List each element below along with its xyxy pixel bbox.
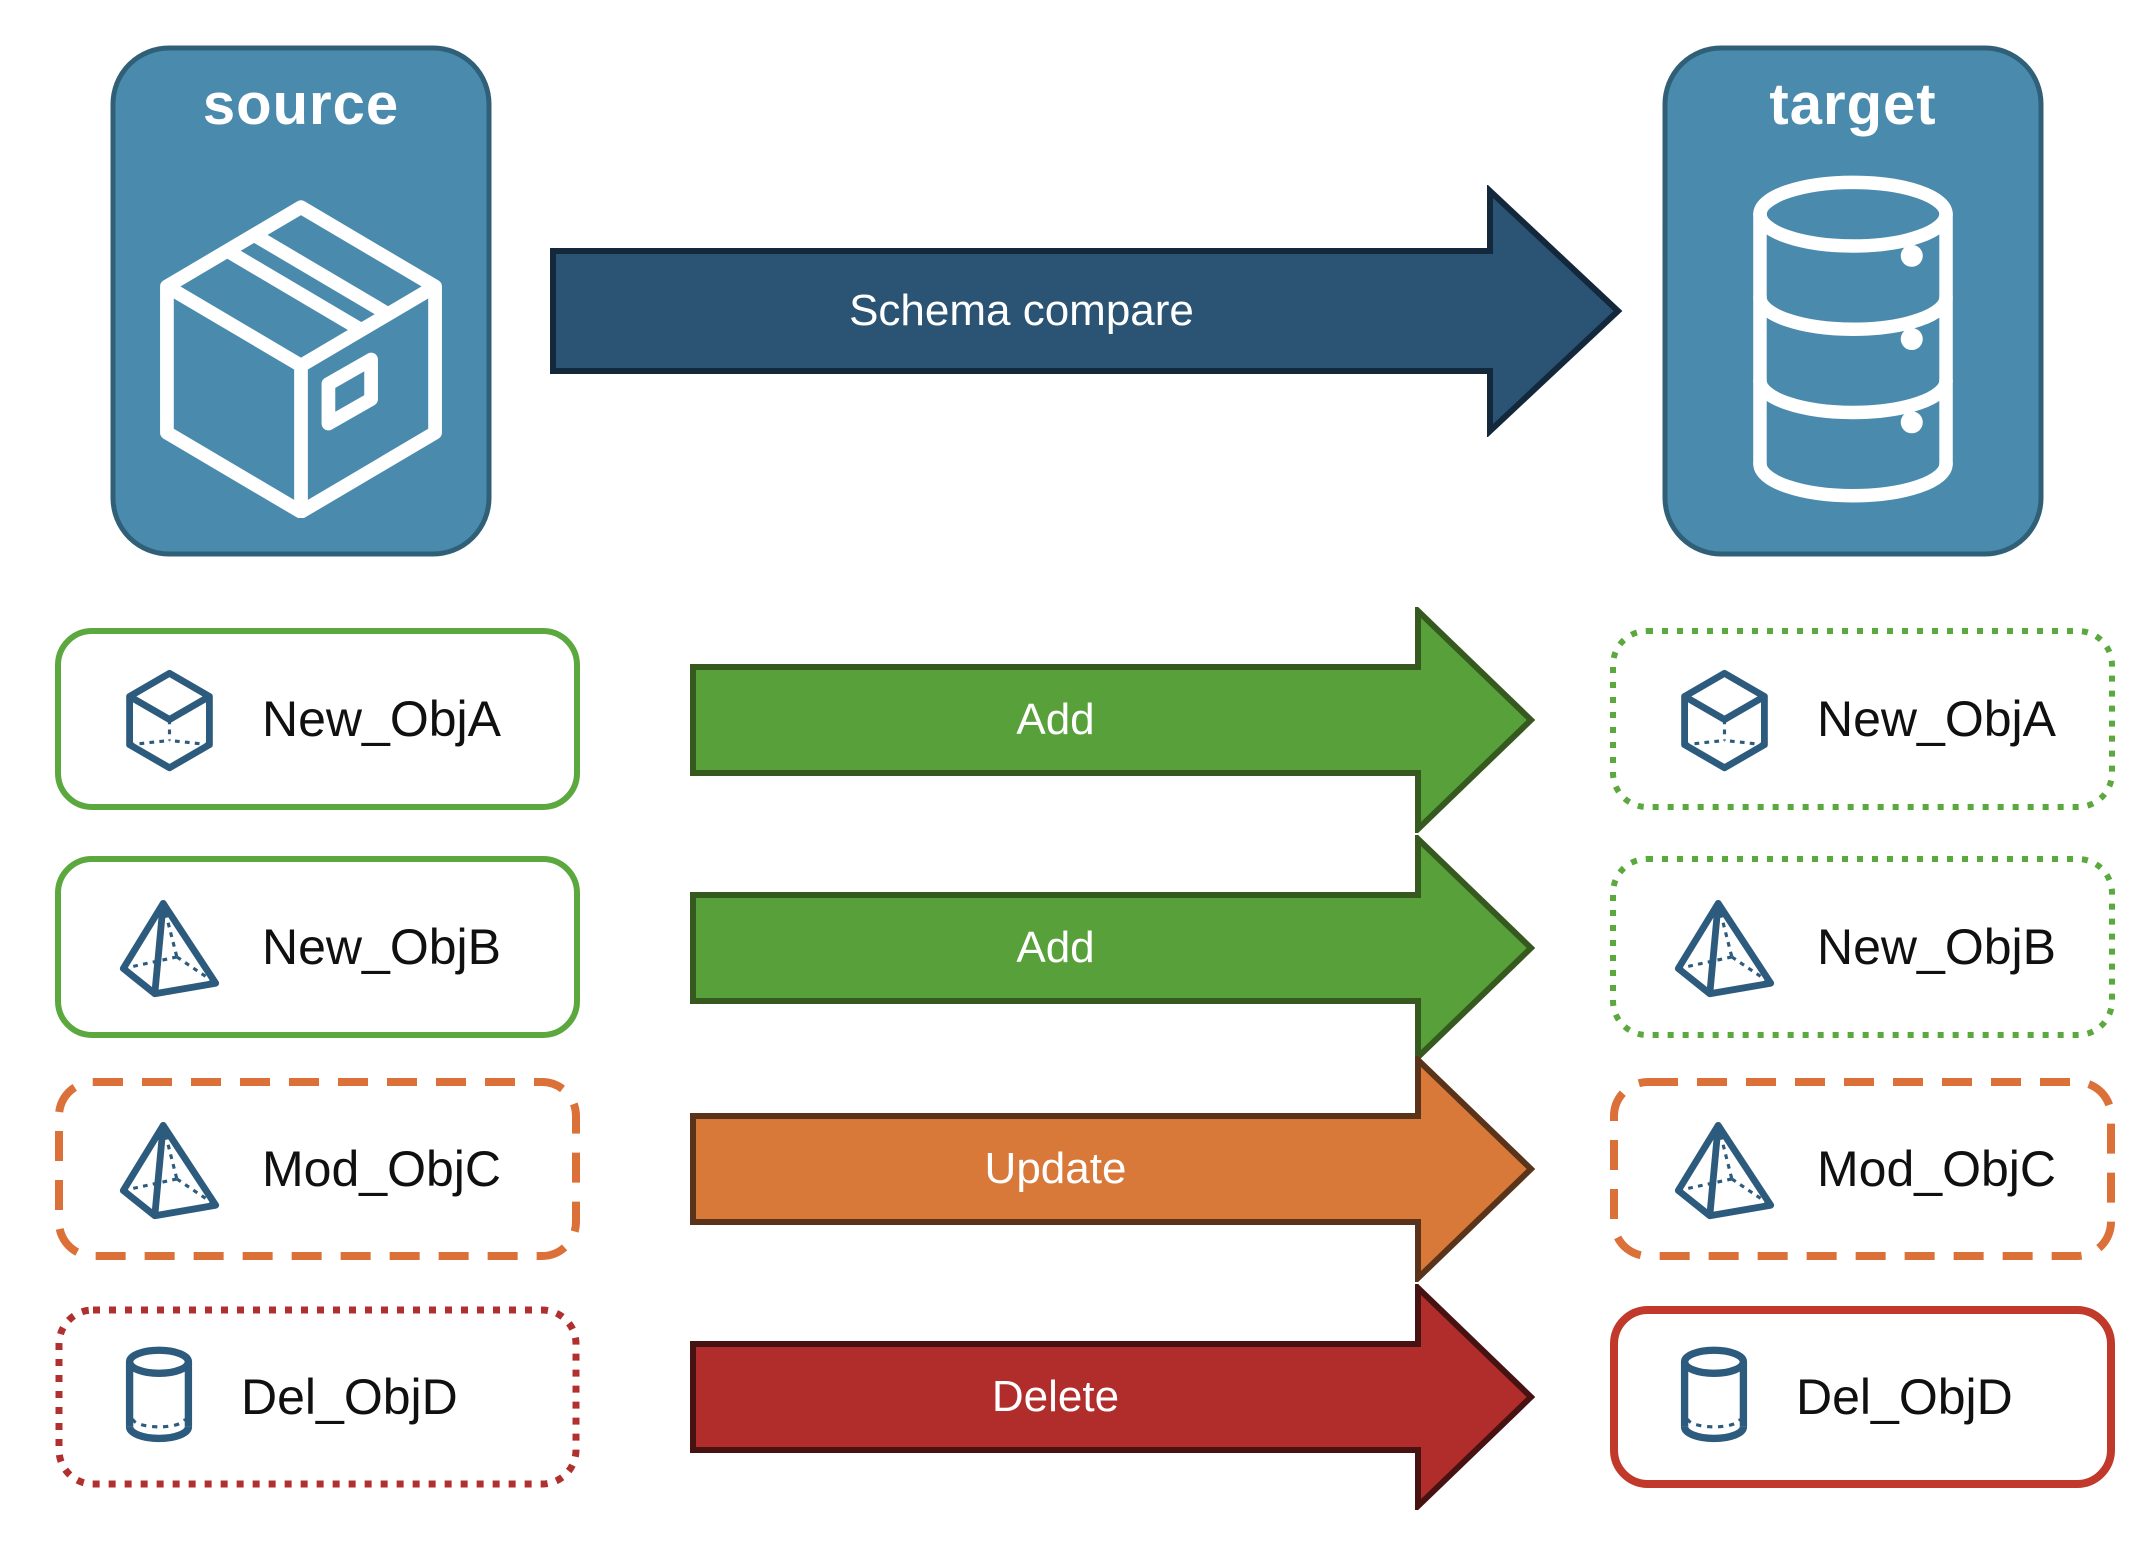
cube-icon bbox=[1681, 669, 1768, 771]
action-arrow-shape bbox=[690, 607, 1535, 833]
action-arrow-shape bbox=[690, 1284, 1535, 1510]
pyramid-icon bbox=[1674, 899, 1775, 997]
target-object-card-new-obja: New_ObjA bbox=[1610, 628, 2115, 810]
action-arrow-delete: Delete bbox=[690, 1284, 1535, 1510]
card-border bbox=[1610, 1306, 2115, 1488]
object-label: New_ObjB bbox=[1817, 919, 2056, 975]
cylinder-icon bbox=[125, 1346, 193, 1442]
object-label: Del_ObjD bbox=[241, 1369, 458, 1425]
source-title: source bbox=[202, 72, 400, 137]
action-arrow-add-2: Add bbox=[690, 835, 1535, 1061]
package-icon bbox=[160, 200, 442, 518]
object-label: New_ObjB bbox=[262, 919, 501, 975]
target-object-card-del-objd: Del_ObjD bbox=[1610, 1306, 2115, 1488]
action-arrow-add-1: Add bbox=[690, 607, 1535, 833]
card-border bbox=[1610, 628, 2115, 810]
action-arrow-label: Add bbox=[1016, 695, 1095, 744]
card-border bbox=[1610, 1078, 2115, 1260]
target-node: target bbox=[1662, 45, 2044, 557]
target-title: target bbox=[1769, 72, 1937, 137]
source-object-card-del-objd: Del_ObjD bbox=[55, 1306, 580, 1488]
source-object-card-new-obja: New_ObjA bbox=[55, 628, 580, 810]
card-border bbox=[55, 1306, 580, 1488]
card-border bbox=[55, 856, 580, 1038]
schema-compare-label: Schema compare bbox=[849, 286, 1194, 335]
schema-compare-arrow: Schema compare bbox=[545, 185, 1630, 437]
object-label: Mod_ObjC bbox=[262, 1141, 501, 1197]
object-label: New_ObjA bbox=[1817, 691, 2056, 747]
source-object-card-new-objb: New_ObjB bbox=[55, 856, 580, 1038]
pyramid-icon bbox=[119, 1121, 220, 1219]
object-label: Del_ObjD bbox=[1796, 1369, 2013, 1425]
action-arrow-label: Add bbox=[1016, 923, 1095, 972]
card-border bbox=[1610, 856, 2115, 1038]
object-label: Mod_ObjC bbox=[1817, 1141, 2056, 1197]
schema-compare-arrow-shape bbox=[550, 185, 1623, 437]
card-border bbox=[55, 1078, 580, 1260]
pyramid-icon bbox=[1674, 1121, 1775, 1219]
source-object-card-mod-objc: Mod_ObjC bbox=[55, 1078, 580, 1260]
database-icon bbox=[1753, 175, 1953, 503]
action-arrow-shape bbox=[690, 835, 1535, 1061]
source-node: source bbox=[110, 45, 492, 557]
card-border bbox=[55, 628, 580, 810]
cube-icon bbox=[126, 669, 213, 771]
cylinder-icon bbox=[1680, 1346, 1748, 1442]
action-arrow-label: Delete bbox=[991, 1372, 1120, 1421]
target-object-card-new-objb: New_ObjB bbox=[1610, 856, 2115, 1038]
pyramid-icon bbox=[119, 899, 220, 997]
action-arrow-update: Update bbox=[690, 1056, 1535, 1282]
action-arrow-shape bbox=[690, 1056, 1535, 1282]
target-object-card-mod-objc: Mod_ObjC bbox=[1610, 1078, 2115, 1260]
action-arrow-label: Update bbox=[984, 1144, 1127, 1193]
object-label: New_ObjA bbox=[262, 691, 501, 747]
